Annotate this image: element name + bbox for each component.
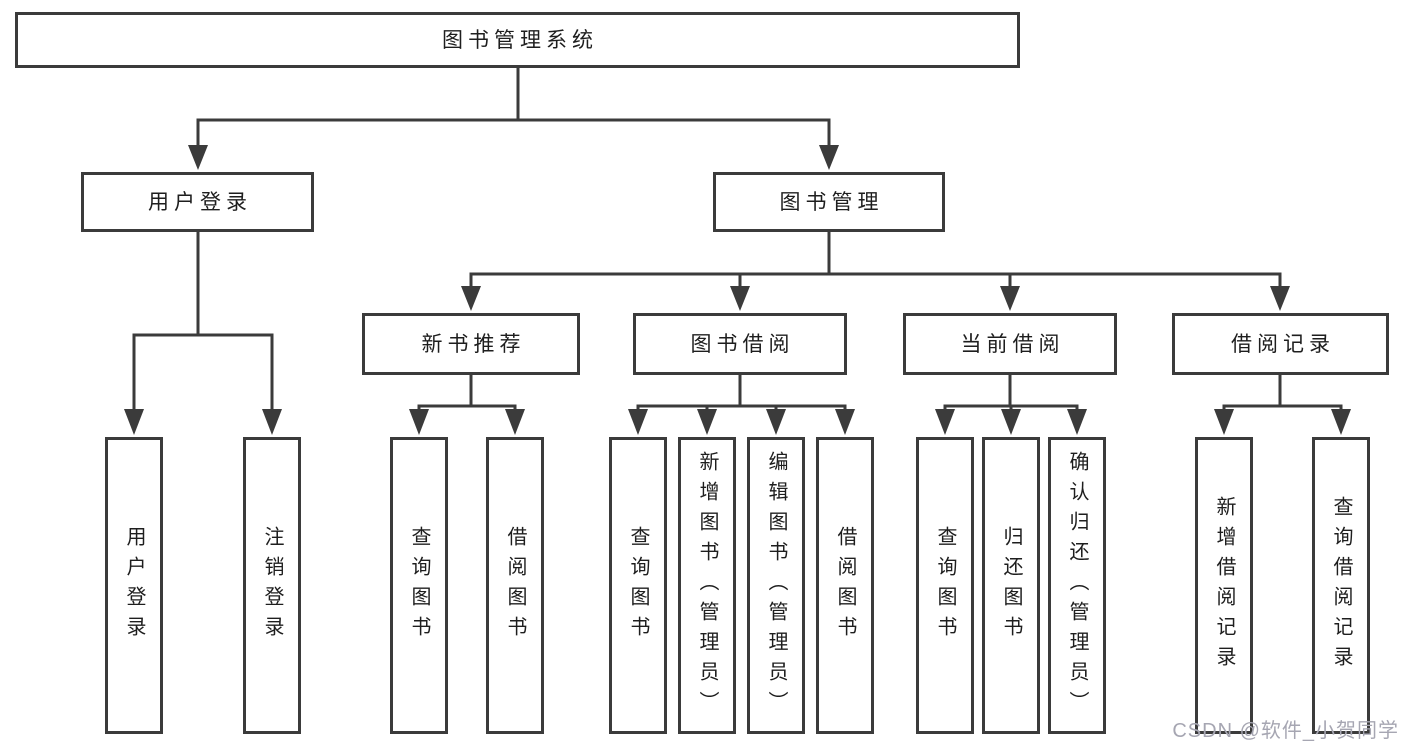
node-label: 图书管理 — [779, 190, 884, 214]
node-label: 归还图书 — [1000, 525, 1022, 646]
connector-book-borrow-to-leaves — [636, 373, 847, 412]
connector-book-mgmt-to-level3 — [469, 230, 1282, 289]
node-label: 查询图书 — [408, 525, 430, 646]
connector-user-login-to-leaves — [132, 230, 274, 412]
leaf-query-books-borrowing: 查询图书 — [609, 437, 667, 734]
node-book-management: 图书管理 — [713, 172, 945, 232]
node-label: 当前借阅 — [960, 332, 1065, 356]
leaf-edit-books-admin: 编辑图书（管理员） — [747, 437, 805, 734]
node-label: 用户登录 — [148, 190, 252, 214]
leaf-user-login: 用户登录 — [105, 437, 163, 734]
leaf-add-books-admin: 新增图书（管理员） — [678, 437, 736, 734]
node-label: 查询图书 — [934, 525, 956, 646]
node-label: 新书推荐 — [421, 332, 526, 356]
leaf-return-books: 归还图书 — [982, 437, 1040, 734]
csdn-watermark: CSDN @软件_小贺同学 — [1172, 720, 1399, 742]
leaf-confirm-return-admin: 确认归还（管理员） — [1048, 437, 1106, 734]
connector-borrow-records-to-leaves — [1222, 373, 1343, 412]
leaf-query-books-recommend: 查询图书 — [390, 437, 448, 734]
node-label: 用户登录 — [123, 525, 145, 646]
connector-new-book-rec-to-leaves — [417, 373, 517, 412]
leaf-add-borrow-record: 新增借阅记录 — [1195, 437, 1253, 734]
node-library-management-system: 图书管理系统 — [15, 12, 1020, 68]
node-current-borrowing: 当前借阅 — [903, 313, 1117, 375]
node-borrowing-records: 借阅记录 — [1172, 313, 1389, 375]
leaf-query-borrow-record: 查询借阅记录 — [1312, 437, 1370, 734]
node-label: 查询借阅记录 — [1330, 495, 1352, 676]
leaf-logout: 注销登录 — [243, 437, 301, 734]
node-label: 借阅图书 — [504, 525, 526, 646]
node-label: 借阅图书 — [834, 525, 856, 646]
node-label: 借阅记录 — [1231, 332, 1335, 356]
node-label: 新增图书（管理员） — [696, 450, 718, 721]
node-label: 新增借阅记录 — [1213, 495, 1235, 676]
node-new-book-recommend: 新书推荐 — [362, 313, 580, 375]
node-label: 查询图书 — [627, 525, 649, 646]
node-label: 编辑图书（管理员） — [765, 450, 787, 721]
node-user-login: 用户登录 — [81, 172, 314, 232]
leaf-borrow-books-recommend: 借阅图书 — [486, 437, 544, 734]
node-label: 图书借阅 — [690, 332, 795, 356]
connector-current-borrow-to-leaves — [943, 373, 1079, 412]
node-label: 确认归还（管理员） — [1066, 450, 1088, 721]
node-label: 注销登录 — [261, 525, 283, 646]
leaf-query-books-current: 查询图书 — [916, 437, 974, 734]
node-book-borrowing: 图书借阅 — [633, 313, 847, 375]
leaf-borrow-books: 借阅图书 — [816, 437, 874, 734]
connector-root-to-level2 — [196, 66, 831, 148]
node-label: 图书管理系统 — [442, 28, 598, 52]
